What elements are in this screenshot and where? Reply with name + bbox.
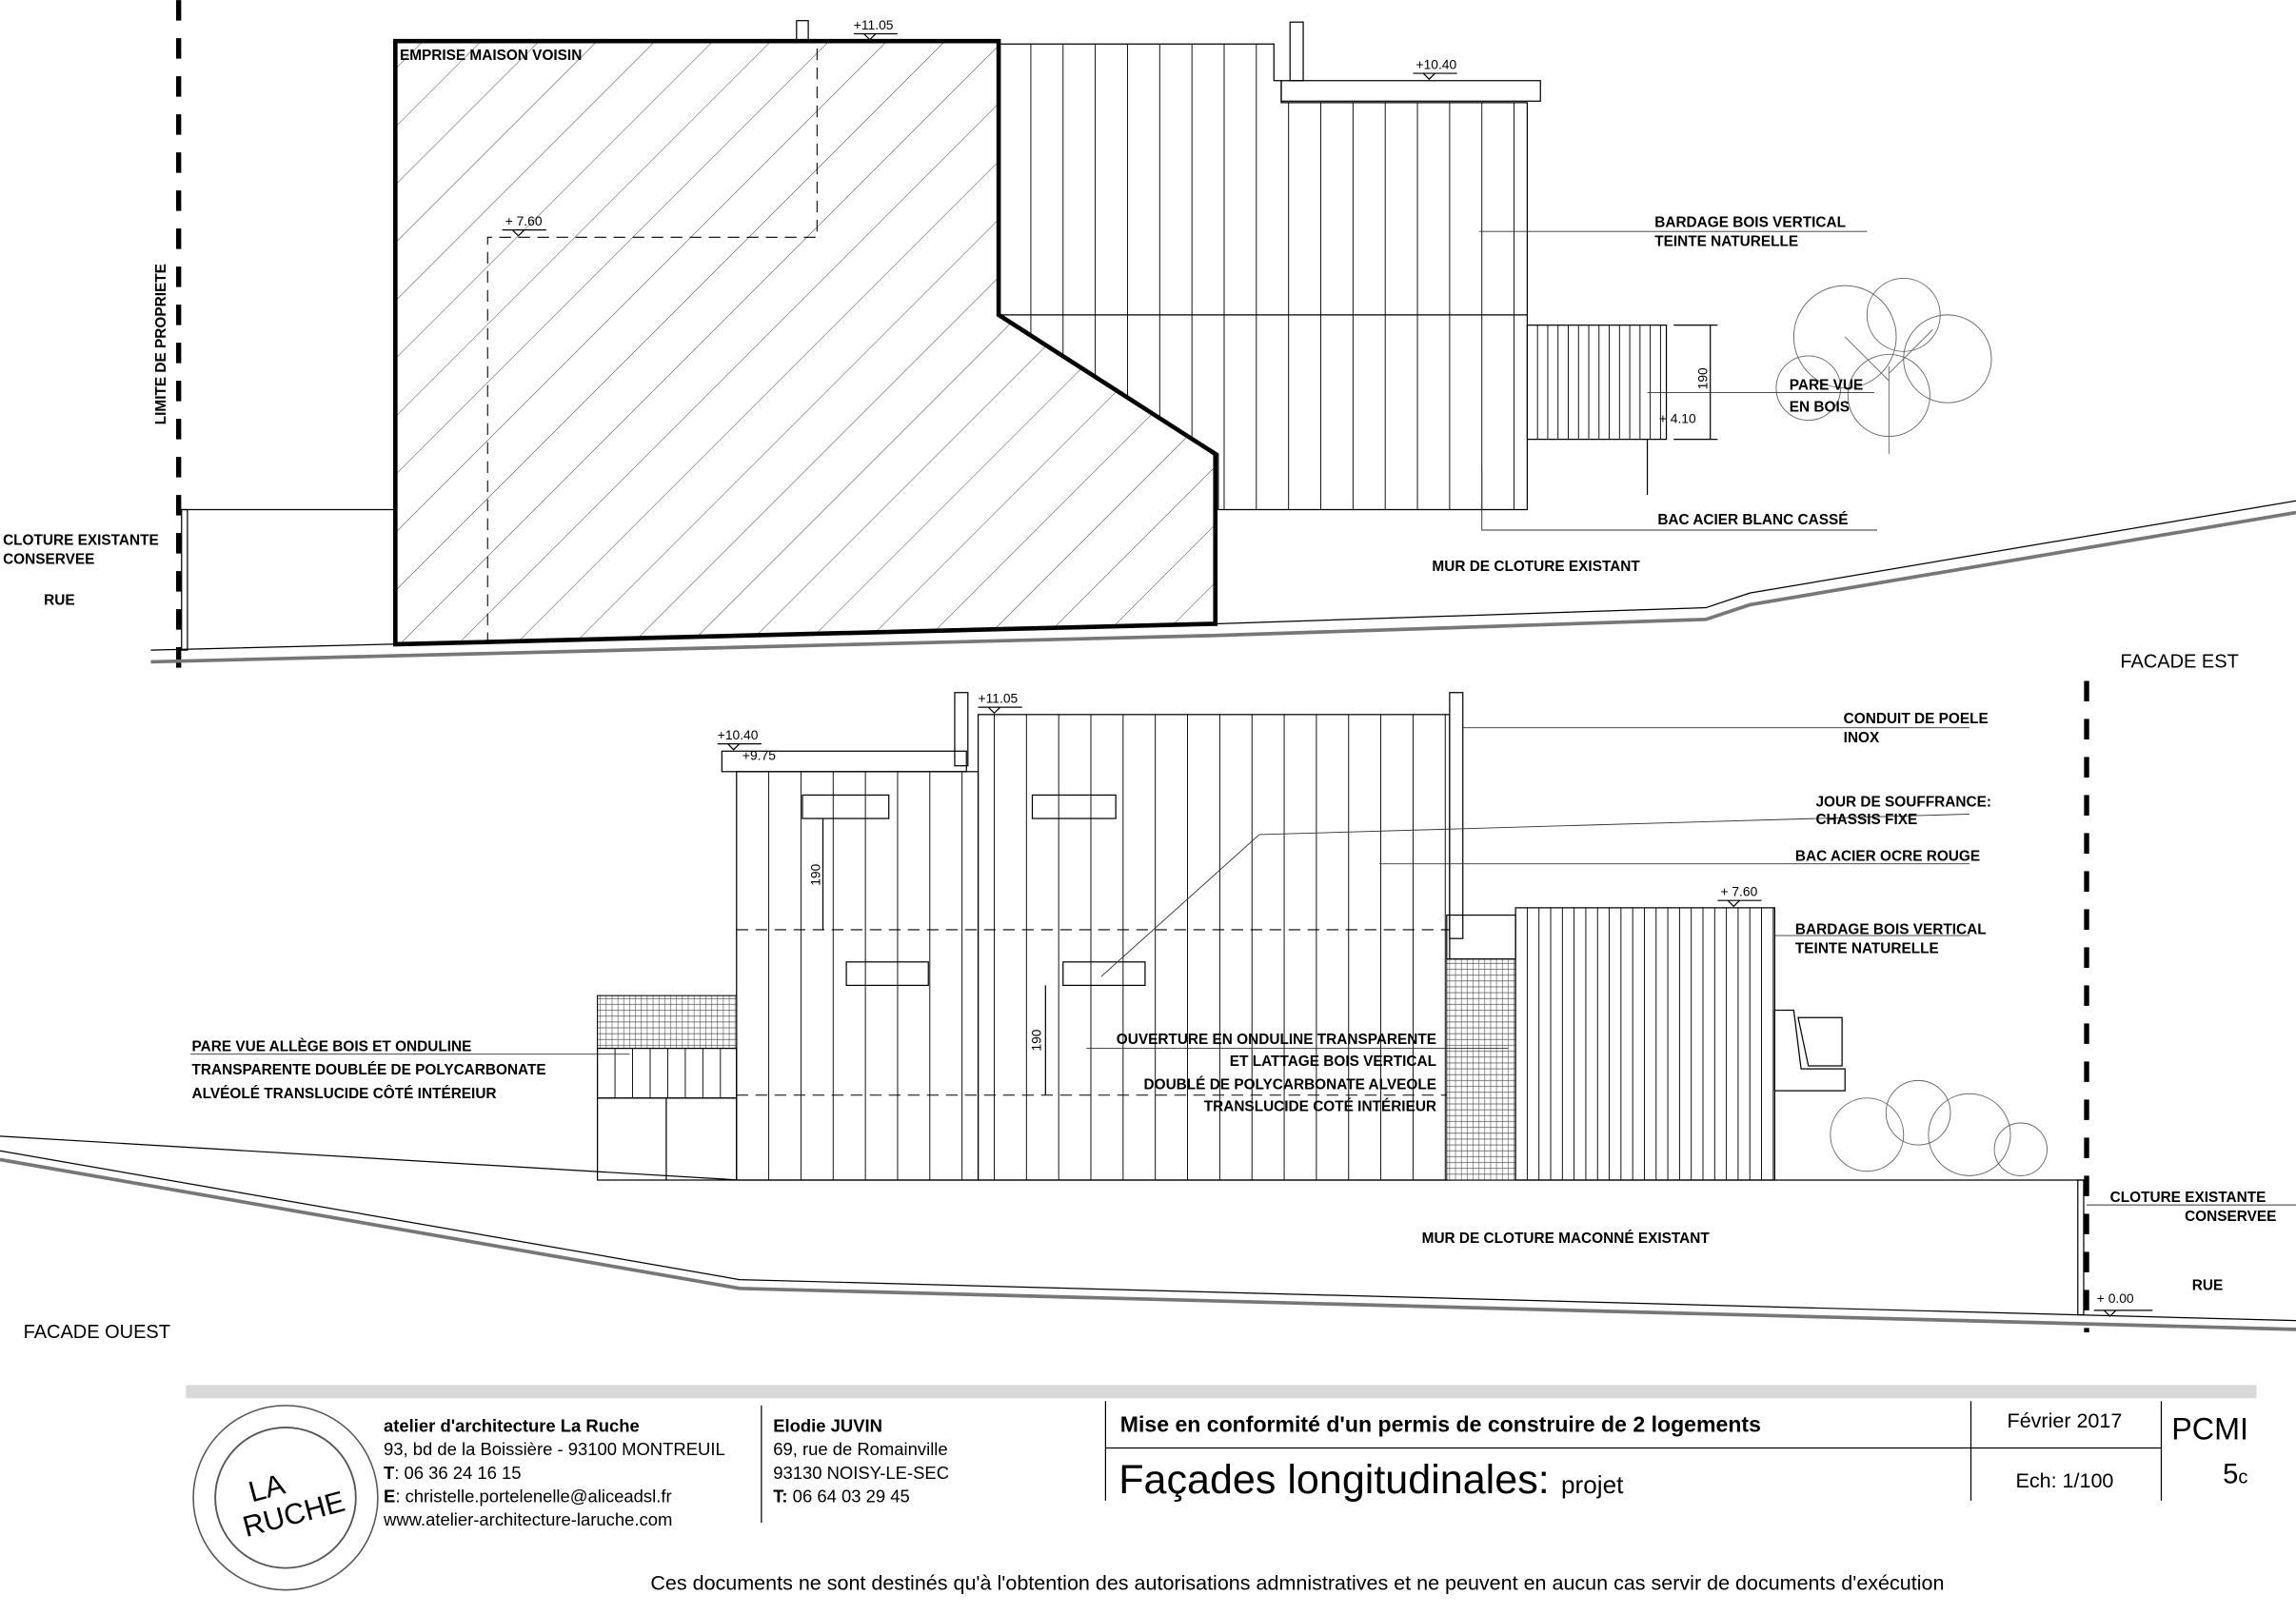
date: Février 2017: [2008, 1409, 2123, 1432]
architect-name: atelier d'architecture La Ruche: [384, 1416, 640, 1436]
level-1105: +11.05: [854, 17, 894, 32]
window: [802, 794, 890, 819]
label-ouverture-1: OUVERTURE EN ONDULINE TRANSPARENTE: [1117, 1032, 1436, 1048]
svg-text:E: christelle.portelenelle@ali: E: christelle.portelenelle@aliceadsl.fr: [384, 1486, 672, 1506]
email-label: E: [384, 1486, 395, 1506]
label-ouverture-4: TRANSLUCIDE COTÉ INTÉRIEUR: [1204, 1099, 1436, 1115]
bench: [1773, 1009, 1846, 1092]
property-line-label: LIMITE DE PROPRIETE: [153, 264, 169, 424]
label-bardage-2: TEINTE NATURELLE: [1654, 234, 1798, 250]
project-title: Mise en conformité d'un permis de constr…: [1120, 1412, 1761, 1437]
client-phone: 06 64 03 29 45: [788, 1486, 910, 1506]
chimney: [1289, 21, 1304, 82]
annex-block: [1514, 907, 1775, 1181]
level-1040: +10.40: [718, 727, 759, 742]
label-mur: MUR DE CLOTURE EXISTANT: [1432, 559, 1640, 575]
level-410: + 4.10: [1659, 411, 1696, 426]
screen-box: [1526, 325, 1668, 441]
label-cloture-1: CLOTURE EXISTANTE: [3, 532, 159, 548]
level-975: +9.75: [742, 748, 776, 763]
client-address-1: 69, rue de Romainville: [773, 1439, 947, 1459]
stove-flue: [1449, 692, 1464, 939]
label-parevue-2: TRANSPARENTE DOUBLÉE DE POLYCARBONATE: [192, 1062, 546, 1078]
label-ouverture-2: ET LATTAGE BOIS VERTICAL: [1230, 1054, 1436, 1070]
architect-phone: : 06 36 24 16 15: [394, 1463, 521, 1483]
svg-text:T: 06 36 24 16 15: T: 06 36 24 16 15: [384, 1463, 522, 1483]
level-760: + 7.60: [1720, 884, 1757, 899]
label-bardage-1: BARDAGE BOIS VERTICAL: [1654, 215, 1846, 231]
scale: Ech: 1/100: [2016, 1469, 2114, 1492]
neighbour-house-outline: [393, 38, 1218, 647]
level-1040: +10.40: [1416, 56, 1457, 71]
dim-190: 190: [1695, 367, 1711, 389]
top-elevation: LIMITE DE PROPRIETE EMPRISE MAISON VOISI…: [3, 0, 2296, 686]
la-ruche-logo: LA RUCHE: [192, 1405, 379, 1591]
house-east: +10.40: [998, 21, 1541, 511]
svg-text:Façades longitudinales:projet: Façades longitudinales: projet: [1118, 1457, 1624, 1503]
tree-bottom: [1830, 1079, 2048, 1176]
fence-post: [181, 508, 188, 651]
label-parevue-2: EN BOIS: [1790, 399, 1850, 415]
bottom-elevation: 190 190 +11.05 +10.40 +9.75 + 7.60 + 0.0…: [0, 680, 2296, 1343]
architect-website: www.atelier-architecture-laruche.com: [383, 1509, 672, 1529]
neighbour-dashed-outline: [486, 41, 818, 644]
client-name: Elodie JUVIN: [773, 1416, 882, 1436]
label-mur: MUR DE CLOTURE MACONNÉ EXISTANT: [1422, 1231, 1711, 1247]
polycarbonate-panel: [1446, 958, 1516, 1181]
label-rue: RUE: [44, 592, 74, 608]
chimney: [954, 692, 969, 767]
ground-line: [0, 1157, 2296, 1331]
label-bac: BAC ACIER OCRE ROUGE: [1795, 849, 1980, 865]
label-cloture-2: CONSERVEE: [2185, 1209, 2276, 1225]
screen-panel: [597, 995, 738, 1050]
window: [1031, 794, 1117, 819]
document-suffix: c: [2238, 1467, 2247, 1487]
client-phone-label: T:: [773, 1486, 787, 1506]
label-parevue-1: PARE VUE: [1790, 377, 1863, 393]
client-address-2: 93130 NOISY-LE-SEC: [773, 1463, 949, 1483]
label-bardage-1: BARDAGE BOIS VERTICAL: [1795, 922, 1987, 938]
label-conduit-2: INOX: [1844, 730, 1880, 746]
level-1105: +11.05: [979, 691, 1019, 706]
architect-address: 93, bd de la Boissière - 93100 MONTREUIL: [384, 1439, 725, 1459]
window: [1062, 961, 1146, 987]
ground-line-under: [150, 510, 2296, 664]
document-code: PCMI: [2171, 1411, 2248, 1446]
elevation-title-ouest: FACADE OUEST: [24, 1322, 170, 1343]
dim-190a: 190: [807, 863, 822, 885]
label-jour-1: JOUR DE SOUFFRANCE:: [1815, 795, 1991, 811]
label-bac: BAC ACIER BLANC CASSÉ: [1657, 512, 1848, 528]
title-block: LA RUCHE atelier d'architecture La Ruche…: [186, 1385, 2257, 1595]
phone-label: T: [384, 1463, 395, 1483]
dim-190b: 190: [1029, 1029, 1044, 1051]
neighbour-label: EMPRISE MAISON VOISIN: [400, 48, 582, 64]
label-cloture-1: CLOTURE EXISTANTE: [2110, 1190, 2266, 1206]
label-parevue-1: PARE VUE ALLÈGE BOIS ET ONDULINE: [192, 1039, 472, 1055]
drawing-subtitle: projet: [1561, 1470, 1624, 1499]
svg-text:5c: 5c: [2223, 1459, 2247, 1489]
architect-email: : christelle.portelenelle@aliceadsl.fr: [395, 1486, 671, 1506]
label-cloture-2: CONSERVEE: [3, 551, 94, 567]
label-rue: RUE: [2192, 1277, 2223, 1293]
label-conduit-1: CONDUIT DE POELE: [1844, 711, 1989, 727]
label-jour-2: CHASSIS FIXE: [1815, 812, 1917, 828]
label-bardage-2: TEINTE NATURELLE: [1795, 941, 1939, 957]
drawing-title: Façades longitudinales:: [1118, 1457, 1549, 1503]
label-ouverture-3: DOUBLÉ DE POLYCARBONATE ALVEOLE: [1144, 1077, 1437, 1093]
svg-text:T: 06 64 03 29 45: T: 06 64 03 29 45: [773, 1486, 910, 1506]
disclaimer: Ces documents ne sont destinés qu'à l'ob…: [650, 1572, 1944, 1595]
tree-top: [1775, 277, 1992, 455]
label-parevue-3: ALVÉOLÉ TRANSLUCIDE CÔTÉ INTÉREIUR: [192, 1085, 497, 1102]
house-west: 190 190: [721, 692, 1464, 1181]
window: [845, 961, 929, 987]
level-760: + 7.60: [505, 213, 543, 228]
elevation-title-est: FACADE EST: [2120, 652, 2238, 673]
level-000: + 0.00: [2097, 1290, 2134, 1306]
document-number: 5: [2223, 1459, 2238, 1489]
